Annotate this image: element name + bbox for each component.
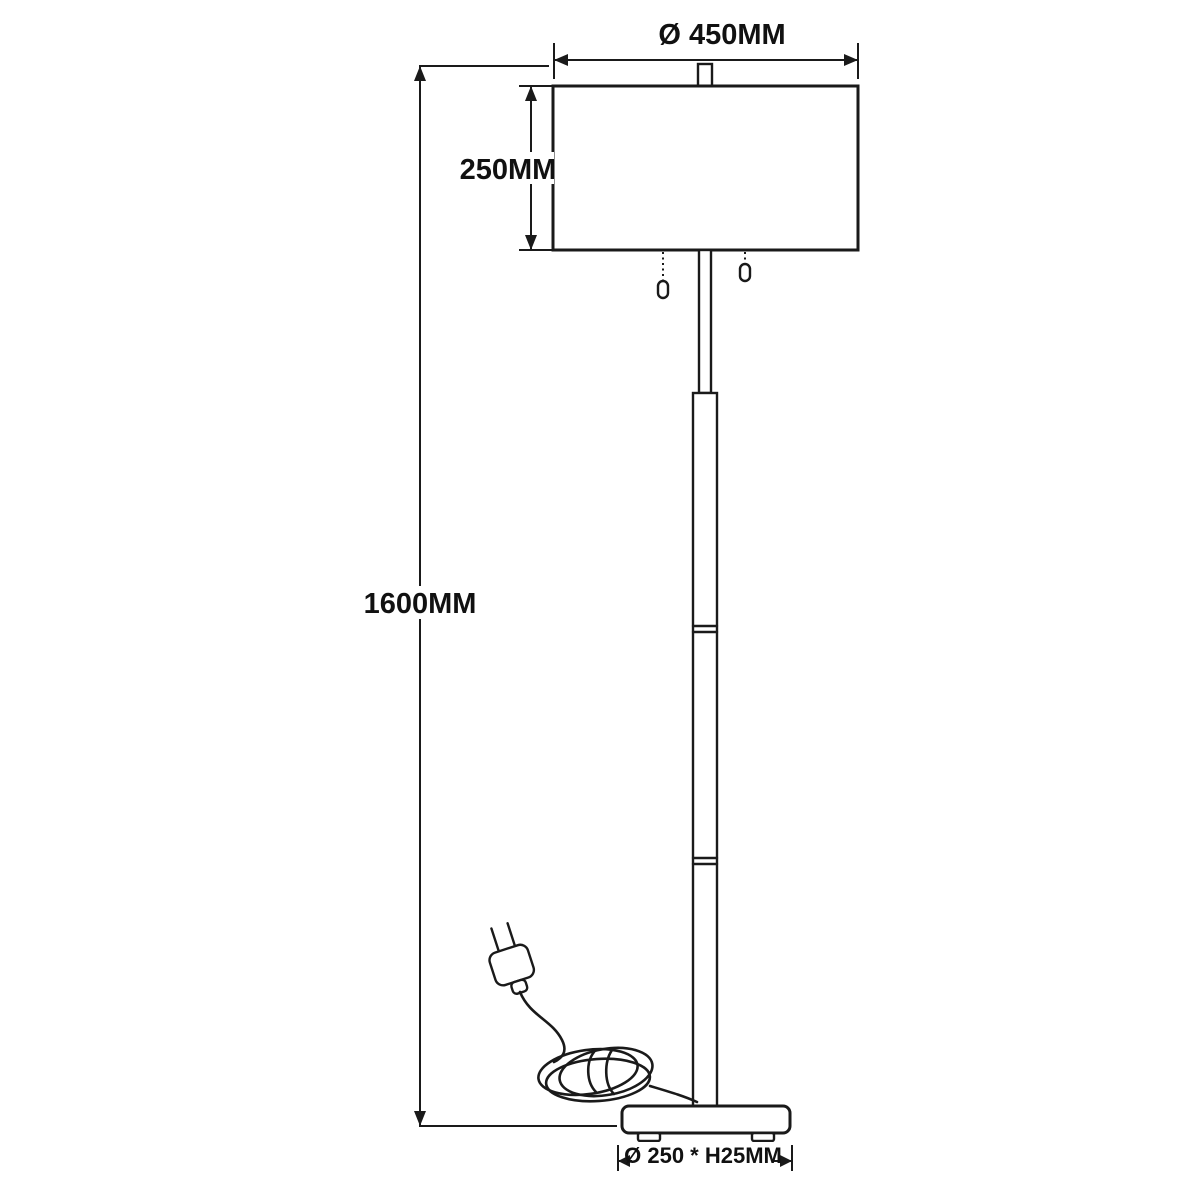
shade-diameter-label: Ø 450MM bbox=[658, 19, 785, 51]
dim-arrow-down bbox=[414, 1111, 426, 1126]
total-height-label: 1600MM bbox=[364, 588, 477, 620]
lamp-finial bbox=[696, 62, 714, 88]
base-foot-right bbox=[750, 1131, 776, 1143]
pole-joint-2 bbox=[691, 856, 719, 866]
pull-chain-left bbox=[656, 252, 670, 300]
label-backdrop bbox=[364, 586, 476, 619]
cord-coil bbox=[537, 1046, 654, 1103]
shade-height-label: 250MM bbox=[460, 154, 557, 186]
cord-lead-out bbox=[648, 1084, 699, 1104]
cord-lead-in bbox=[518, 990, 566, 1064]
floor-lamp bbox=[488, 62, 860, 1143]
base-foot-left bbox=[636, 1131, 662, 1143]
base-size-label: Ø 250 * H25MM bbox=[624, 1143, 782, 1168]
power-plug bbox=[488, 922, 536, 995]
dimension-total-height: 1600MM bbox=[364, 65, 617, 1127]
cord-loop-3 bbox=[558, 1046, 654, 1098]
plug-prong-left bbox=[490, 927, 501, 953]
dim-arrow-left bbox=[554, 54, 568, 66]
lamp-shade bbox=[551, 84, 860, 252]
power-cord bbox=[518, 990, 699, 1104]
dim-arrow-up bbox=[525, 86, 537, 101]
dim-arrow-right bbox=[780, 1155, 792, 1167]
dim-arrow-up bbox=[414, 66, 426, 81]
dimension-shade-diameter: Ø 450MM bbox=[553, 19, 859, 79]
plug-prong-right bbox=[506, 922, 517, 948]
dimension-shade-height: 250MM bbox=[460, 85, 557, 251]
label-backdrop bbox=[632, 1142, 774, 1170]
lamp-pole-lower bbox=[691, 391, 719, 1108]
lamp-pole-upper bbox=[697, 248, 713, 395]
pull-chain-right bbox=[738, 252, 752, 283]
dim-arrow-down bbox=[525, 235, 537, 250]
lamp-base bbox=[620, 1104, 792, 1135]
cord-wrap-2 bbox=[604, 1048, 616, 1096]
cord-wrap-1 bbox=[586, 1050, 598, 1094]
label-backdrop bbox=[462, 152, 554, 184]
dimension-base-size: Ø 250 * H25MM bbox=[617, 1142, 793, 1171]
dim-arrow-right bbox=[844, 54, 858, 66]
pull-chain-left-handle bbox=[656, 279, 670, 300]
cord-loop-2 bbox=[544, 1057, 652, 1103]
pull-chain-right-handle bbox=[738, 262, 752, 283]
plug-body bbox=[488, 943, 536, 987]
pole-joint-1 bbox=[691, 624, 719, 634]
dim-arrow-left bbox=[618, 1155, 630, 1167]
